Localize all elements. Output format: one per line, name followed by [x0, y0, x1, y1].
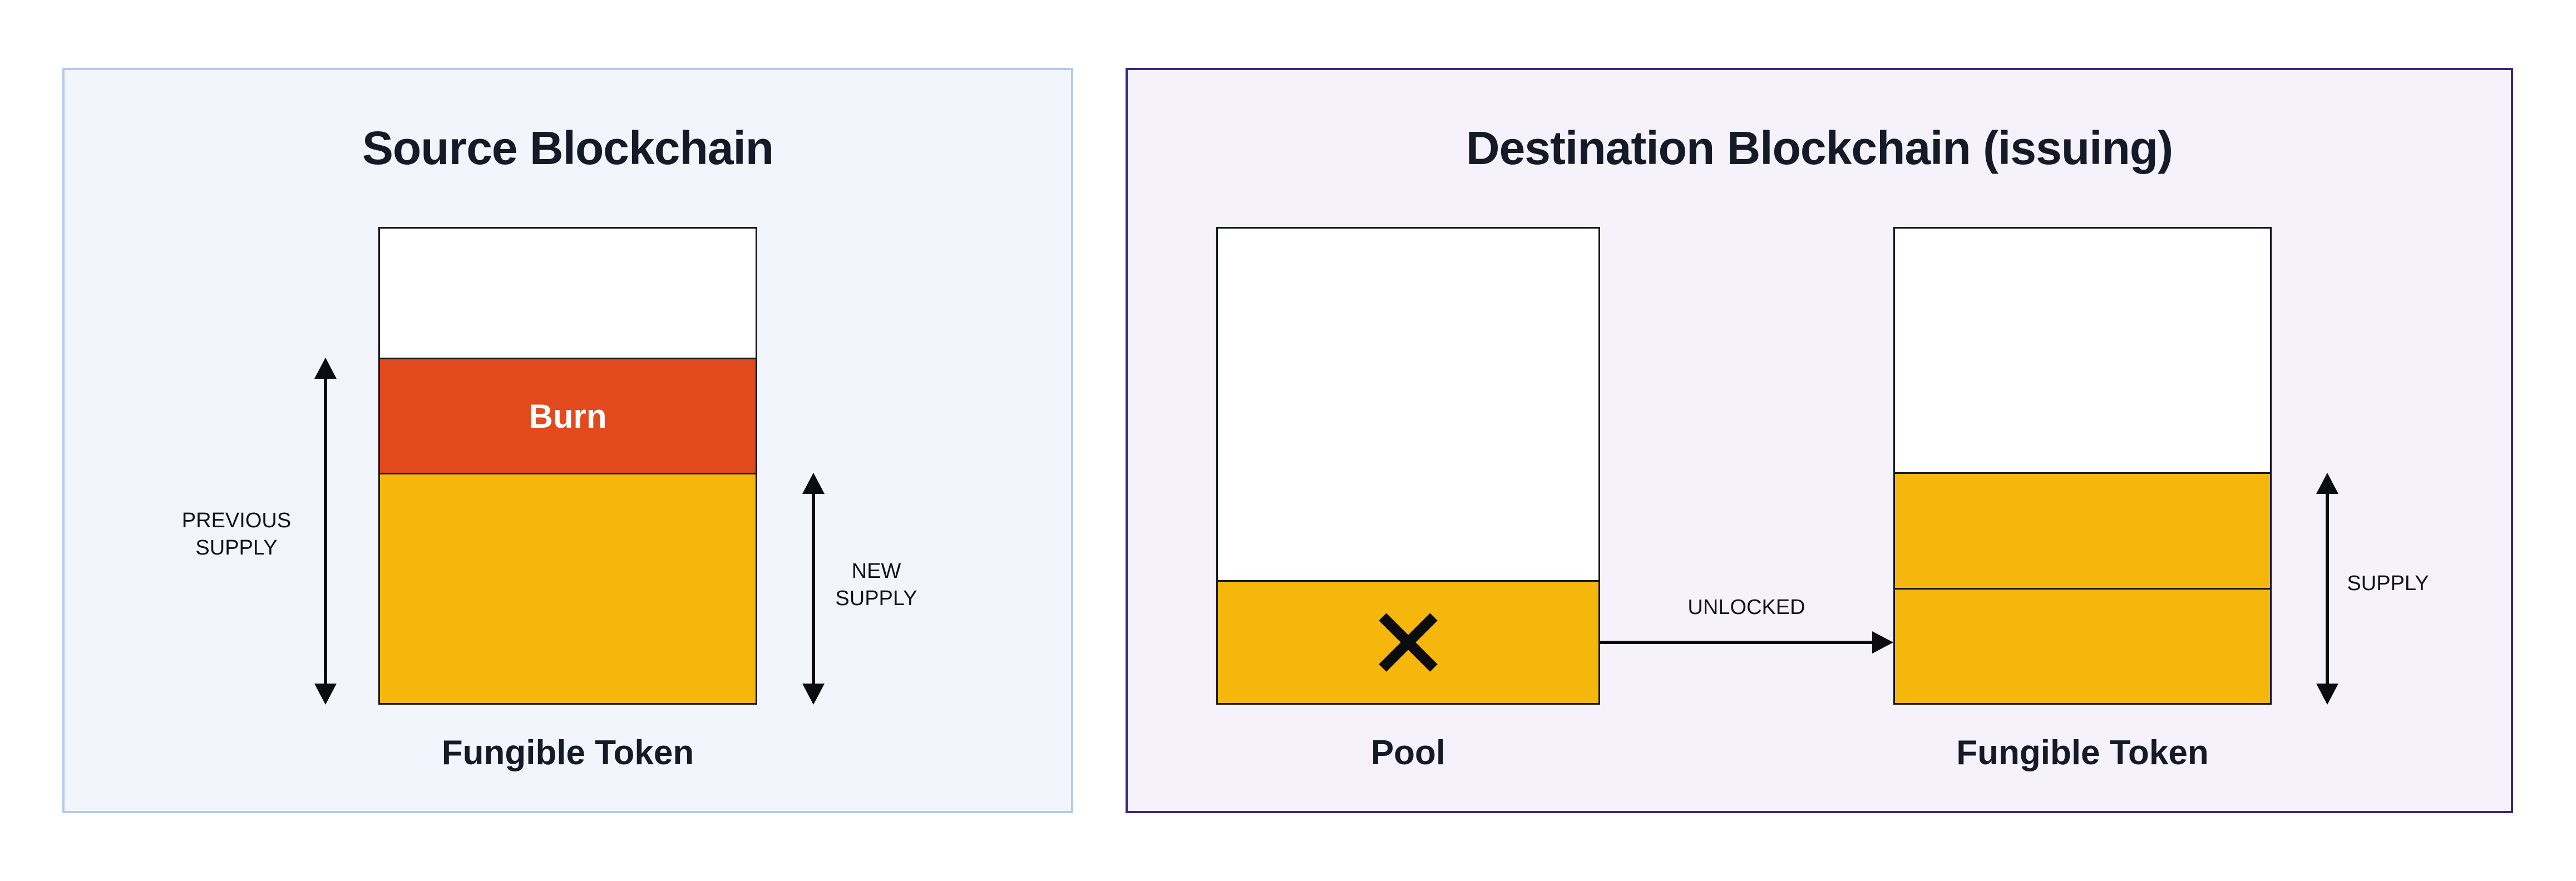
source-panel-title: Source Blockchain [362, 122, 774, 174]
destination-panel-title: Destination Blockchain (issuing) [1465, 122, 2173, 174]
previous-supply-arrow-icon [314, 358, 337, 705]
source-burn-segment: Burn [380, 358, 756, 473]
pool-empty-segment [1218, 229, 1598, 580]
unlocked-label: UNLOCKED [1687, 596, 1805, 619]
burn-label: Burn [529, 397, 607, 435]
destination-issued-segment [1895, 472, 2270, 588]
destination-unlocked-segment [1895, 588, 2270, 703]
destination-token-bar [1893, 227, 2272, 705]
supply-label: SUPPLY [2347, 572, 2429, 595]
previous-supply-label: PREVIOUS SUPPLY [181, 509, 292, 560]
x-mark-icon [1379, 613, 1438, 672]
new-supply-arrow-icon [802, 473, 825, 705]
destination-unissued-segment [1895, 229, 2270, 472]
unlocked-arrow-icon [1600, 631, 1893, 654]
source-supply-segment [380, 473, 756, 703]
destination-token-label: Fungible Token [1956, 734, 2209, 772]
supply-arrow-icon [2316, 473, 2338, 705]
source-token-label: Fungible Token [441, 734, 694, 772]
pool-label: Pool [1370, 734, 1446, 772]
source-token-bar: Burn [378, 227, 757, 705]
new-supply-label: NEW SUPPLY [835, 560, 917, 610]
pool-bar [1216, 227, 1600, 705]
source-unissued-segment [380, 229, 756, 358]
